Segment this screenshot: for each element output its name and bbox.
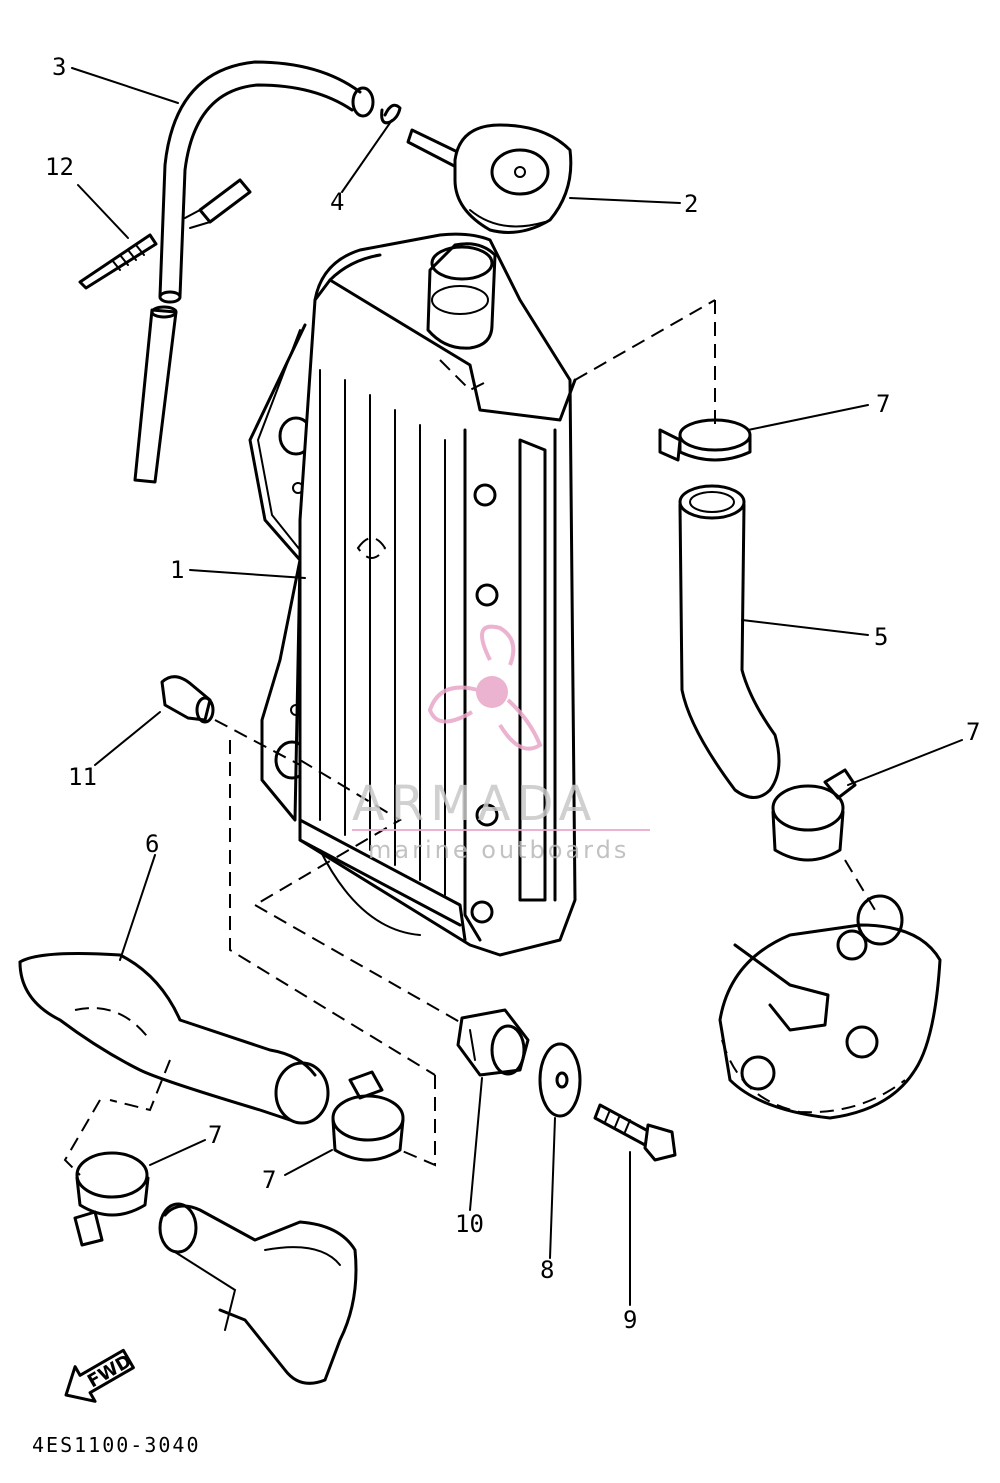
cylinder-head — [718, 894, 942, 1120]
hose-clamp-upper — [658, 418, 752, 462]
radiator-cap — [406, 123, 573, 234]
label-part-7-lower-mid: 7 — [262, 1166, 276, 1194]
label-part-8: 8 — [540, 1256, 554, 1284]
watermark-brand: ARMADA — [352, 776, 597, 832]
assembly-lines — [63, 299, 876, 1176]
upper-hose — [678, 484, 781, 799]
label-part-2: 2 — [684, 190, 698, 218]
hose-clamp-lower-left — [73, 1151, 150, 1247]
water-pump-cover — [158, 1202, 358, 1385]
hose-clamp-right — [771, 768, 857, 862]
label-part-9: 9 — [623, 1306, 637, 1334]
label-part-10: 10 — [455, 1210, 484, 1238]
collar — [160, 675, 215, 724]
label-part-7-right: 7 — [966, 718, 980, 746]
leader-lines — [71, 67, 963, 1306]
label-part-6: 6 — [145, 830, 159, 858]
watermark-tagline: marine outboards — [368, 836, 629, 864]
bolt — [593, 1103, 677, 1162]
label-part-11: 11 — [68, 763, 97, 791]
label-part-12: 12 — [45, 153, 74, 181]
label-part-1: 1 — [170, 556, 184, 584]
hose-clip — [380, 103, 402, 125]
washer — [538, 1042, 582, 1118]
overflow-hose — [133, 60, 375, 484]
label-part-3: 3 — [52, 53, 66, 81]
lower-hose — [18, 952, 330, 1125]
grommet — [456, 1008, 530, 1077]
part-labels: 1 2 3 4 5 6 7 7 7 7 8 9 10 11 12 — [45, 53, 980, 1334]
label-part-5: 5 — [874, 623, 888, 651]
armada-logo-icon — [427, 624, 543, 751]
label-part-7-lower-left: 7 — [208, 1121, 222, 1149]
label-part-7-upper: 7 — [876, 390, 890, 418]
label-part-4: 4 — [330, 188, 344, 216]
armada-watermark: ARMADA marine outboards — [352, 624, 650, 864]
forward-arrow: FWD — [64, 1348, 135, 1403]
drawing-code: 4ES1100-3040 — [32, 1433, 201, 1457]
cable-tie — [78, 178, 252, 290]
hose-clamp-lower-mid — [331, 1070, 405, 1162]
